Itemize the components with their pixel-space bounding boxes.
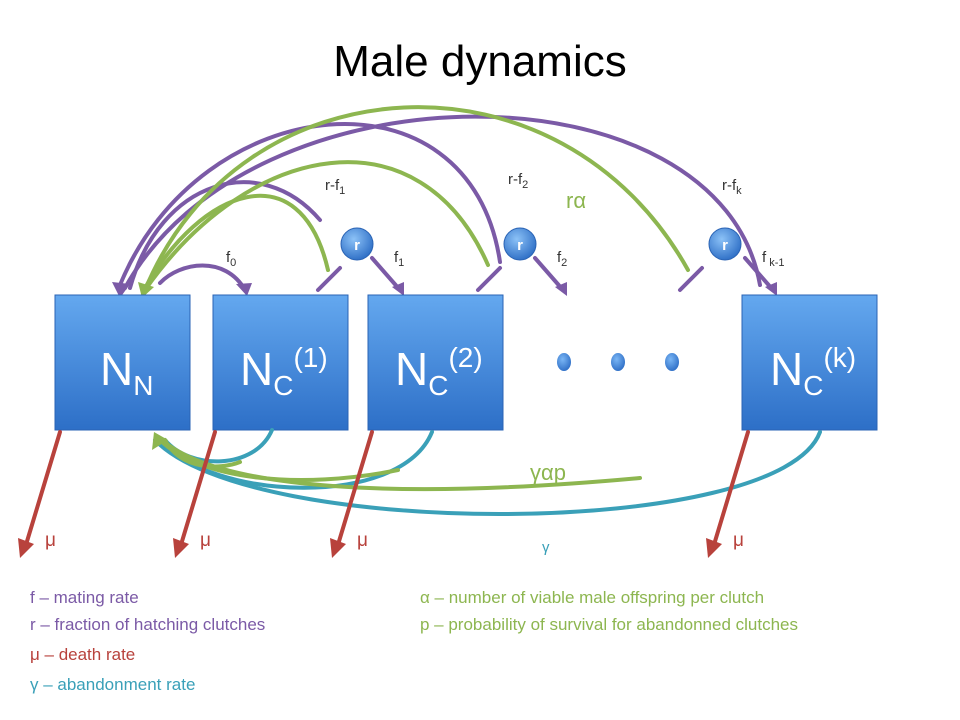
legend-left: f – mating rate r – fraction of hatching… xyxy=(30,588,265,694)
green-arc-nck xyxy=(160,438,642,492)
f0-arrow xyxy=(158,263,247,292)
label-f2: f2 xyxy=(557,249,567,269)
box-nck: NC(k) xyxy=(741,294,878,431)
death-arrows xyxy=(18,430,750,558)
fk1-arrow xyxy=(743,256,775,292)
legend-r: r – fraction of hatching clutches xyxy=(30,615,265,634)
label-f0: f0 xyxy=(226,249,236,269)
legend-p: p – probability of survival for abandonn… xyxy=(420,615,798,634)
legend-alpha: α – number of viable male offspring per … xyxy=(420,588,764,607)
svg-text:r: r xyxy=(517,237,523,254)
label-mu-1: μ xyxy=(45,530,56,551)
box-nck-label: NC(k) xyxy=(770,342,856,401)
label-rf1: r-f1 xyxy=(325,177,345,197)
label-fk1: f k-1 xyxy=(762,249,785,269)
purple-arc-rk-to-nn xyxy=(123,114,762,290)
legend-gamma: γ – abandonment rate xyxy=(30,675,195,694)
r-circle-2: r xyxy=(503,227,537,261)
box-nc1-label: NC(1) xyxy=(240,342,328,401)
lower-arrowhead xyxy=(152,432,168,450)
box-nn: NN xyxy=(54,294,191,431)
nn-top-arrowhead xyxy=(112,282,130,298)
teal-arc-nck xyxy=(153,430,822,516)
label-mu-4: μ xyxy=(733,530,744,551)
lower-arcs xyxy=(152,428,822,516)
green-arc-rk-to-nn xyxy=(143,105,690,292)
box-nc2: NC(2) xyxy=(367,294,504,431)
short-arrows xyxy=(112,256,777,298)
legend-right: α – number of viable male offspring per … xyxy=(420,588,798,634)
label-gap: γαp xyxy=(530,460,566,485)
label-mu-3: μ xyxy=(357,530,368,551)
legend-mu: μ – death rate xyxy=(30,645,135,664)
upper-arcs xyxy=(118,105,762,292)
label-rfk: r-fk xyxy=(722,177,742,197)
green-arc-r2-to-nn xyxy=(143,160,490,292)
f0-arrowhead xyxy=(236,283,252,296)
green-arc-r1-to-nn xyxy=(143,193,330,290)
legend-f: f – mating rate xyxy=(30,588,139,607)
box-nn-label: NN xyxy=(100,343,153,401)
r-circle-k: r xyxy=(708,227,742,261)
label-ralpha: rα xyxy=(566,188,586,213)
f2-arrow xyxy=(533,256,565,292)
svg-text:r: r xyxy=(354,237,360,254)
label-f1: f1 xyxy=(394,249,404,269)
label-gamma: γ xyxy=(542,539,550,556)
purple-arc-r2-to-nn xyxy=(118,122,502,287)
ellipsis-dots xyxy=(557,353,679,371)
box-nc2-label: NC(2) xyxy=(395,342,483,401)
label-mu-2: μ xyxy=(200,530,211,551)
box-nc1: NC(1) xyxy=(212,294,349,431)
f1-arrow xyxy=(370,256,402,292)
svg-text:r: r xyxy=(722,237,728,254)
r-circle-1: r xyxy=(340,227,374,261)
label-rf2: r-f2 xyxy=(508,171,528,191)
page-title: Male dynamics xyxy=(333,37,626,86)
